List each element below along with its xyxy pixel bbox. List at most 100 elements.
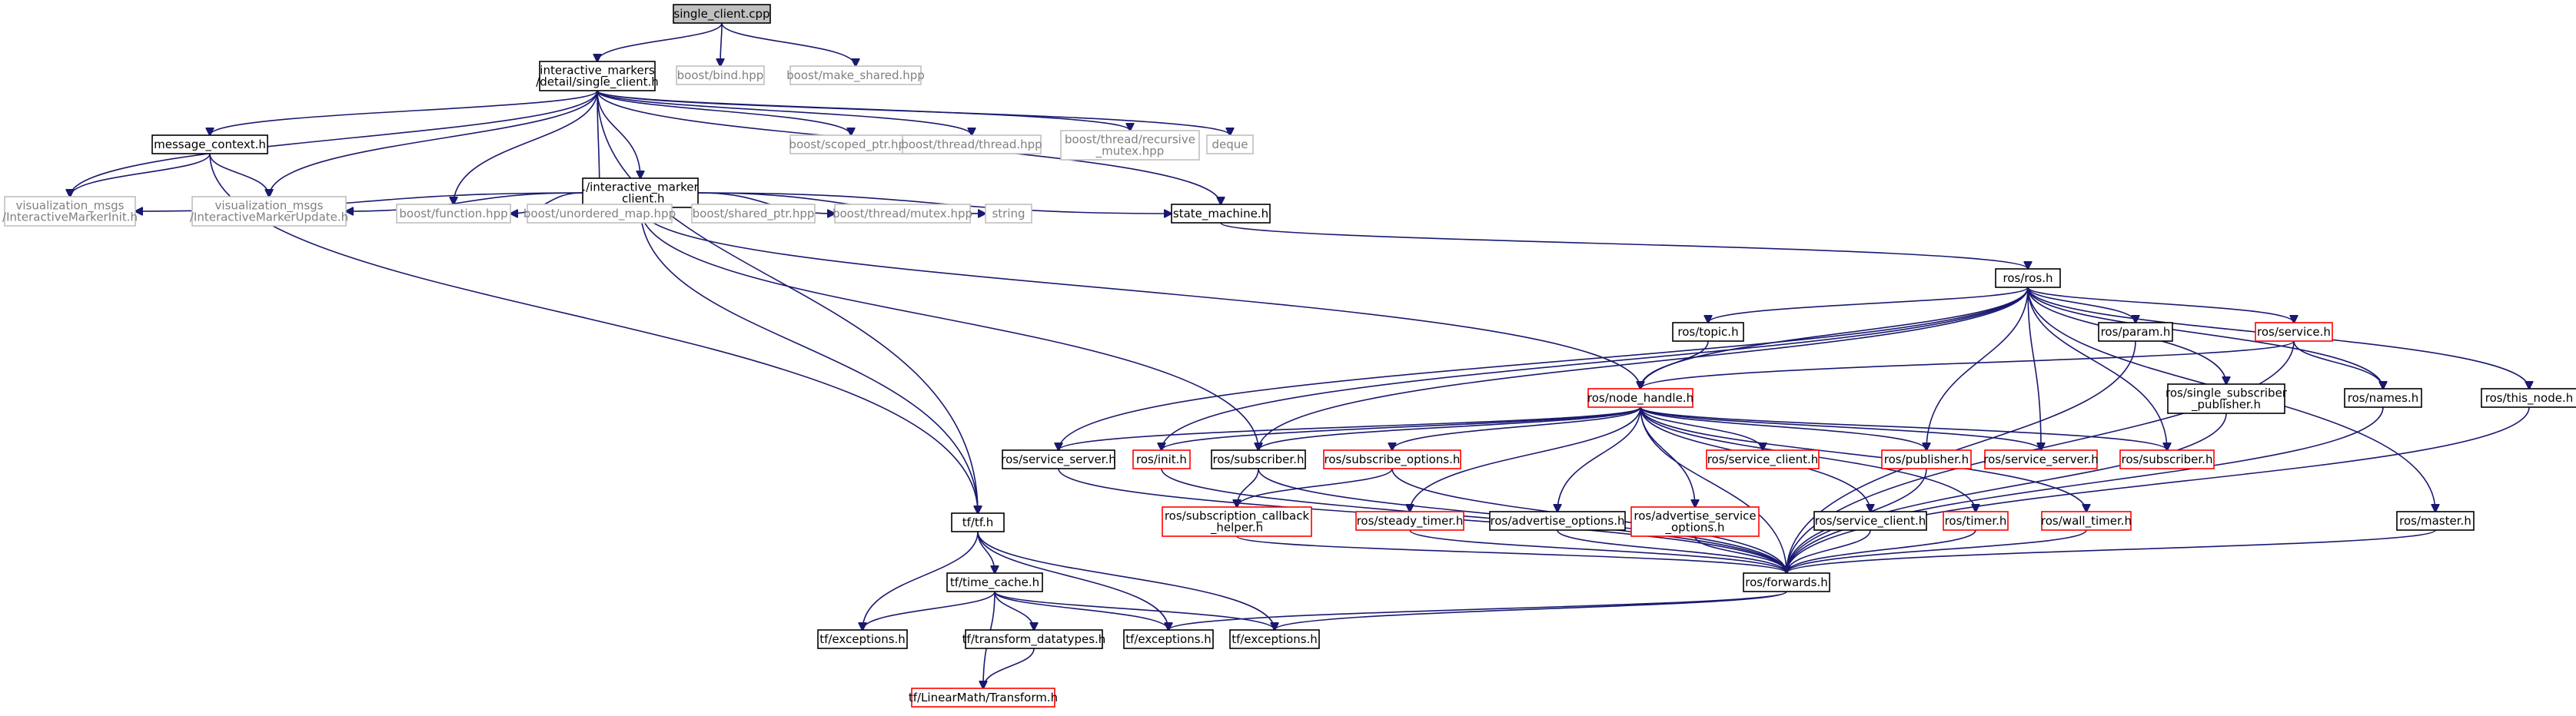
node-label: boost/make_shared.hpp <box>786 68 925 83</box>
node-label: ros/init.h <box>1136 452 1187 466</box>
node-tf-time-cache[interactable]: tf/time_cache.h <box>946 572 1043 592</box>
node-label: visualization_msgs <box>215 199 324 214</box>
node-message-context[interactable]: message_context.h <box>151 134 268 154</box>
node-tf-exceptions-1[interactable]: tf/exceptions.h <box>817 629 908 649</box>
edge-message-context-to-vm-update <box>209 153 269 197</box>
node-ros-subscribe-options[interactable]: ros/subscribe_options.h <box>1323 449 1461 469</box>
node-ros-service-client-red[interactable]: ros/service_client.h <box>1706 449 1820 469</box>
node-ros-node-handle[interactable]: ros/node_handle.h <box>1587 388 1694 408</box>
edge-ros-master-to-ros-forwards <box>1787 529 2436 573</box>
node-box <box>2167 383 2285 414</box>
node-box <box>191 196 347 227</box>
node-tf-exceptions-3[interactable]: tf/exceptions.h <box>1229 629 1320 649</box>
node-tf-transform-datatypes[interactable]: tf/transform_datatypes.h <box>962 629 1106 649</box>
node-box <box>985 204 1032 224</box>
edge-im-client-to-ros-subscriber-black <box>640 207 1258 450</box>
edge-ros-ros-to-ros-publisher <box>1926 287 2029 450</box>
node-ros-forwards[interactable]: ros/forwards.h <box>1743 572 1830 592</box>
node-ros-advertise-options[interactable]: ros/advertise_options.h <box>1489 511 1626 531</box>
node-label: /InteractiveMarkerInit.h <box>2 210 138 224</box>
node-ros-service-server-red[interactable]: ros/service_server.h <box>1983 449 2099 469</box>
edge-ros-node-handle-to-ros-advertise-service-options <box>1640 406 1695 507</box>
node-ros-steady-timer[interactable]: ros/steady_timer.h <box>1355 511 1464 531</box>
edge-ros-node-handle-to-ros-subscriber-red <box>1640 406 2167 450</box>
node-tf-tf[interactable]: tf/tf.h <box>951 512 1005 532</box>
node-box <box>946 572 1043 592</box>
node-ros-init[interactable]: ros/init.h <box>1132 449 1191 469</box>
node-ros-service[interactable]: ros/service.h <box>2255 322 2333 342</box>
node-ros-names[interactable]: ros/names.h <box>2344 388 2422 408</box>
node-label: ros/single_subscriber <box>2166 386 2288 401</box>
node-label: boost/thread/recursive <box>1065 133 1195 147</box>
node-box <box>1706 449 1820 469</box>
node-label: ros/subscription_callback <box>1165 509 1310 524</box>
node-label: ros/advertise_options.h <box>1491 514 1625 529</box>
node-single-client-h[interactable]: interactive_markers/detail/single_client… <box>536 61 659 91</box>
node-box <box>911 688 1055 708</box>
node-ros-subscriber-red[interactable]: ros/subscriber.h <box>2119 449 2215 469</box>
edge-tf-tf-to-tf-exceptions-3 <box>977 531 1275 630</box>
node-box <box>1984 449 2098 469</box>
node-box <box>1229 629 1320 649</box>
node-ros-service-client-black[interactable]: ros/service_client.h <box>1813 511 1927 531</box>
node-ros-wall-timer[interactable]: ros/wall_timer.h <box>2041 511 2132 531</box>
node-label: tf/time_cache.h <box>950 575 1039 590</box>
edge-ros-node-handle-to-ros-service-server-red <box>1640 406 2041 450</box>
dependency-edges <box>70 22 2530 688</box>
node-label: deque <box>1212 138 1248 151</box>
node-ros-ros[interactable]: ros/ros.h <box>1995 268 2061 288</box>
node-ros-advertise-service-options[interactable]: ros/advertise_service_options.h <box>1630 506 1760 537</box>
edge-ros-this-node-to-ros-forwards <box>1787 406 2530 573</box>
node-box <box>1171 204 1271 224</box>
node-ros-sub-cb-helper[interactable]: ros/subscription_callback_helper.h <box>1162 506 1312 537</box>
node-tf-linearmath-transform[interactable]: tf/LinearMath/Transform.h <box>909 688 1058 708</box>
node-box <box>1813 511 1927 531</box>
node-boost-make-shared: boost/make_shared.hpp <box>786 65 925 85</box>
node-ros-service-server-black[interactable]: ros/service_server.h <box>1001 449 1116 469</box>
edge-tf-time-cache-to-tf-exceptions-3 <box>994 591 1275 630</box>
node-box <box>1355 511 1464 531</box>
node-state-machine[interactable]: state_machine.h <box>1171 204 1271 224</box>
node-box <box>1002 449 1115 469</box>
node-box <box>1995 268 2061 288</box>
node-ros-this-node[interactable]: ros/this_node.h <box>2481 388 2576 408</box>
node-tf-exceptions-2[interactable]: tf/exceptions.h <box>1123 629 1214 649</box>
node-box <box>151 134 268 154</box>
node-ros-publisher[interactable]: ros/publisher.h <box>1881 449 1972 469</box>
node-label: tf/exceptions.h <box>1125 632 1212 646</box>
node-ros-single-sub-pub[interactable]: ros/single_subscriber_publisher.h <box>2166 383 2288 414</box>
file-nodes: single_client.cpp interactive_markers/det… <box>2 4 2576 708</box>
node-label: _mutex.hpp <box>1095 144 1165 159</box>
node-label: ros/this_node.h <box>2485 391 2573 406</box>
node-ros-master[interactable]: ros/master.h <box>2396 511 2475 531</box>
node-label: _options.h <box>1664 521 1724 535</box>
edge-single-client-h-to-im-client <box>597 90 640 178</box>
node-label: ros/topic.h <box>1677 325 1738 339</box>
node-box <box>1162 506 1312 537</box>
node-label: ros/subscriber.h <box>1213 452 1305 466</box>
node-ros-timer[interactable]: ros/timer.h <box>1943 511 2009 531</box>
node-ros-param[interactable]: ros/param.h <box>2098 322 2173 342</box>
edge-ros-ros-to-ros-init <box>1162 287 2029 450</box>
edge-single-client-h-to-message-context <box>210 90 598 135</box>
node-vm-update: visualization_msgs/InteractiveMarkerUpda… <box>190 196 348 227</box>
node-vm-init: visualization_msgs/InteractiveMarkerInit… <box>2 196 138 227</box>
node-single-client-cpp[interactable]: single_client.cpp <box>673 4 771 24</box>
node-label: ros/node_handle.h <box>1587 391 1694 406</box>
edge-ros-service-to-ros-names <box>2293 340 2383 389</box>
node-ros-subscriber-black[interactable]: ros/subscriber.h <box>1211 449 1306 469</box>
edge-ros-forwards-to-tf-exceptions-2 <box>1168 591 1787 630</box>
node-im-client[interactable]: ./interactive_marker_client.h <box>582 177 700 208</box>
node-label: ros/subscribe_options.h <box>1325 452 1461 467</box>
node-label: ./interactive_marker <box>582 181 699 195</box>
node-box <box>1743 572 1830 592</box>
edge-single-client-h-to-boost-recursive-mutex <box>597 90 1130 131</box>
node-boost-thread-thread: boost/thread/thread.hpp <box>901 134 1042 154</box>
node-label: ros/wall_timer.h <box>2041 514 2132 529</box>
node-box <box>1123 629 1214 649</box>
node-label: ros/service_client.h <box>1707 452 1819 467</box>
node-label: interactive_markers <box>540 64 655 78</box>
node-ros-topic[interactable]: ros/topic.h <box>1672 322 1744 342</box>
node-box <box>1943 511 2009 531</box>
node-box <box>2481 388 2576 408</box>
